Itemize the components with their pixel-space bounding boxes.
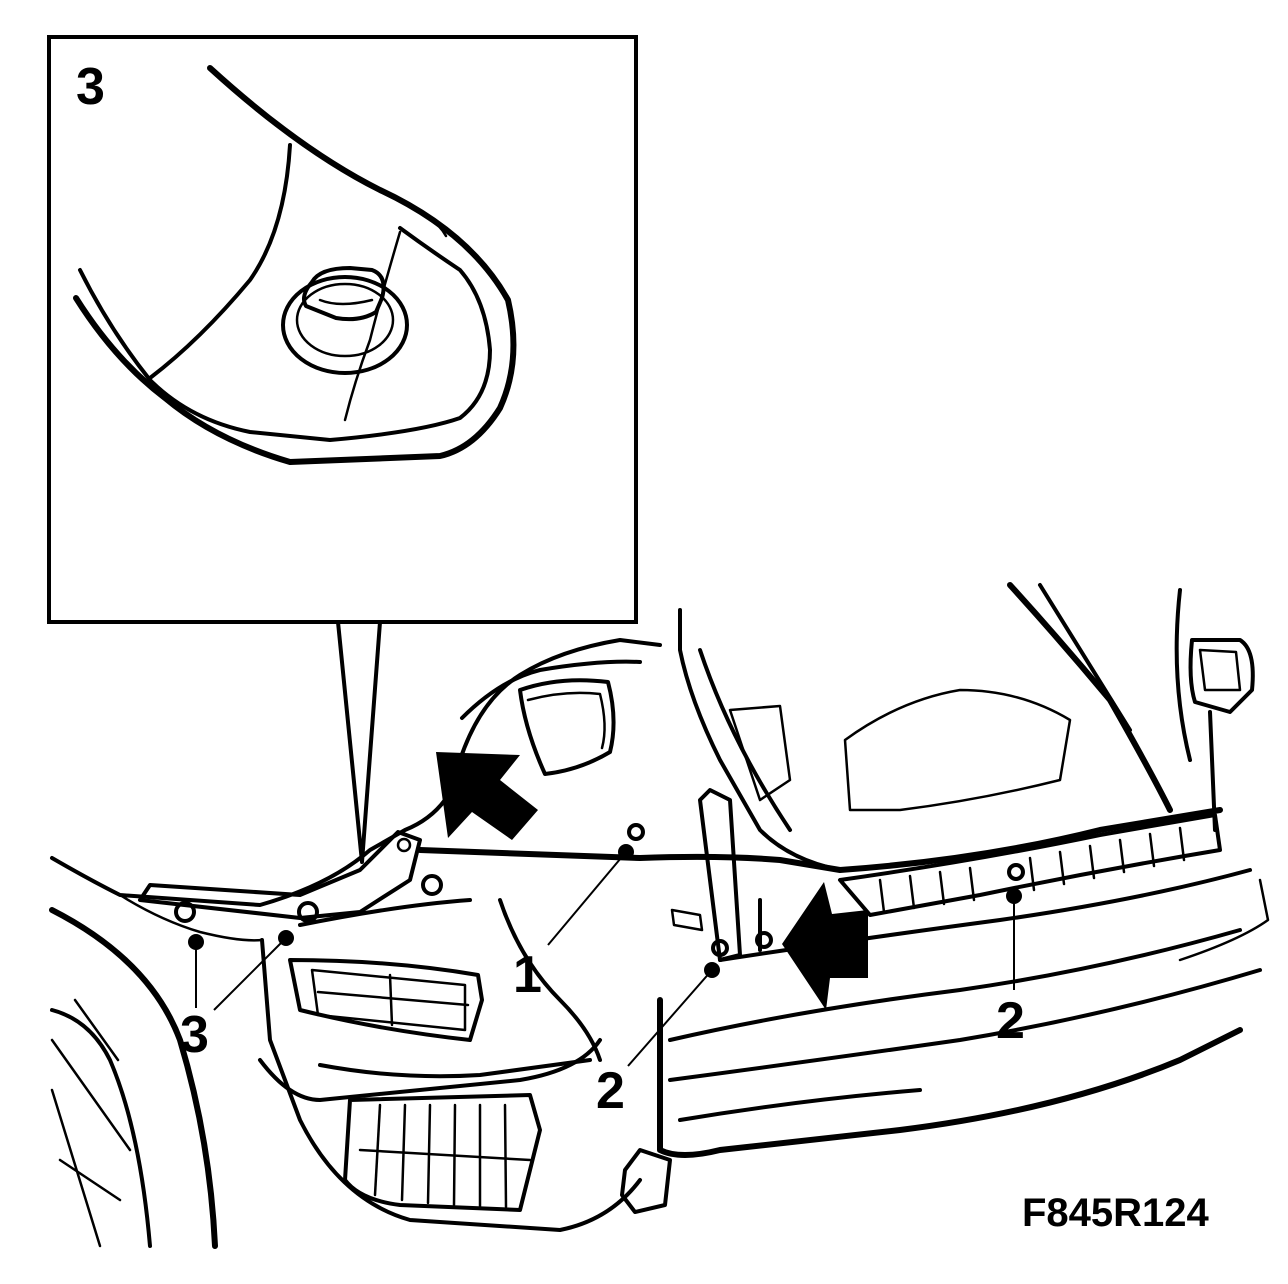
bolt-2b xyxy=(755,931,773,949)
main-view-rear-bumper xyxy=(49,582,1270,1249)
inset-frame xyxy=(47,35,638,624)
arrow-right xyxy=(782,882,868,1010)
rear-wheel xyxy=(49,907,218,1249)
inset-clip xyxy=(281,266,409,375)
inset-label: 3 xyxy=(76,58,105,116)
inset-pointer xyxy=(336,621,382,864)
callout-3: 3 xyxy=(180,1006,209,1064)
callout-2-left: 2 xyxy=(596,1062,625,1120)
bolt-2c xyxy=(1007,863,1025,881)
bumper-left-lower xyxy=(260,938,642,1232)
callout-1: 1 xyxy=(513,946,542,1004)
inset-bumper-corner xyxy=(73,65,517,465)
leader-lines xyxy=(188,844,1022,1067)
bumper-right xyxy=(657,868,1270,1158)
inset-detail: 3 xyxy=(47,35,638,864)
latch-bracket xyxy=(1188,638,1255,832)
bumper-vent xyxy=(288,958,484,1042)
corner-bracket xyxy=(138,830,422,920)
bolt-1 xyxy=(627,823,645,841)
figure-code: F845R124 xyxy=(1022,1191,1210,1235)
underbody-panel xyxy=(343,1093,542,1212)
tail-light-recess xyxy=(518,678,616,776)
sill-plate xyxy=(838,813,1222,917)
trunk-hinge-arm xyxy=(698,788,742,962)
bolt-2a xyxy=(711,939,729,957)
bolt-3b xyxy=(297,901,319,923)
bolt-3a xyxy=(174,901,196,923)
bumper-top-edge xyxy=(417,807,1223,873)
fastener-points xyxy=(174,823,1025,957)
trunk-opening xyxy=(678,582,1192,872)
arrow-left xyxy=(436,752,538,840)
tow-hook-cover xyxy=(620,1148,672,1214)
callout-2-right: 2 xyxy=(996,992,1025,1050)
